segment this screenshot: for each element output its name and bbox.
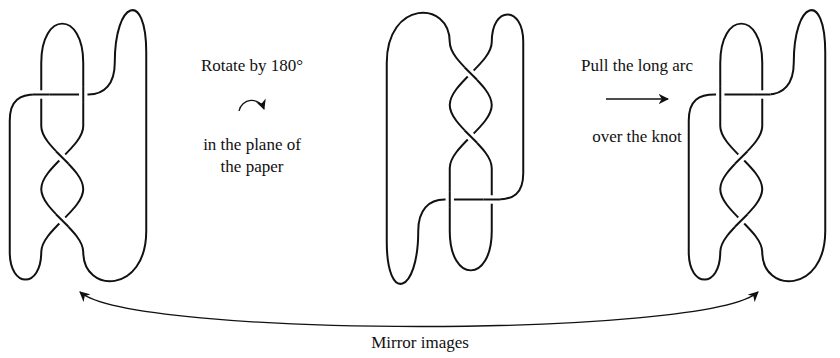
knot-diagram	[387, 13, 524, 284]
knot-strand	[387, 13, 524, 284]
crossing-over	[464, 67, 477, 80]
knot-strand	[10, 10, 147, 281]
crossing-gap	[79, 86, 87, 103]
knot-strand	[689, 10, 826, 281]
crossing-over	[56, 214, 69, 227]
crossing-gap	[56, 151, 69, 164]
crossing-over	[735, 214, 748, 227]
crossing-over	[719, 86, 721, 103]
crossing-over	[449, 191, 451, 208]
crossing-over	[483, 199, 500, 201]
annotation-label: Pull the long arc	[581, 55, 693, 77]
crossing-gap	[754, 90, 771, 98]
crossing-over	[735, 151, 748, 164]
crossing-gap	[446, 191, 454, 208]
crossing-gap	[56, 214, 69, 227]
crossing-over	[754, 94, 771, 96]
crossing-gap	[735, 214, 748, 227]
crossing-over	[464, 130, 477, 143]
mirror-arrow	[80, 292, 758, 327]
crossing-gap	[735, 151, 748, 164]
pull-arrow	[606, 98, 668, 99]
crossing-gap	[483, 195, 500, 203]
rotate-arrow	[239, 100, 264, 111]
crossing-gap	[716, 86, 724, 103]
annotation-label: Rotate by 180°	[201, 55, 303, 77]
crossing-over	[56, 151, 69, 164]
annotation-label: over the knot	[592, 126, 682, 148]
crossing-over	[33, 94, 50, 96]
crossing-over	[82, 86, 84, 103]
knot-diagram	[10, 10, 147, 281]
annotation-label: in the plane of the paper	[202, 134, 302, 178]
crossing-gap	[33, 90, 50, 98]
knot-diagram	[689, 10, 826, 281]
annotation-label: Mirror images	[367, 332, 473, 354]
crossing-gap	[464, 130, 477, 143]
crossing-gap	[464, 67, 477, 80]
